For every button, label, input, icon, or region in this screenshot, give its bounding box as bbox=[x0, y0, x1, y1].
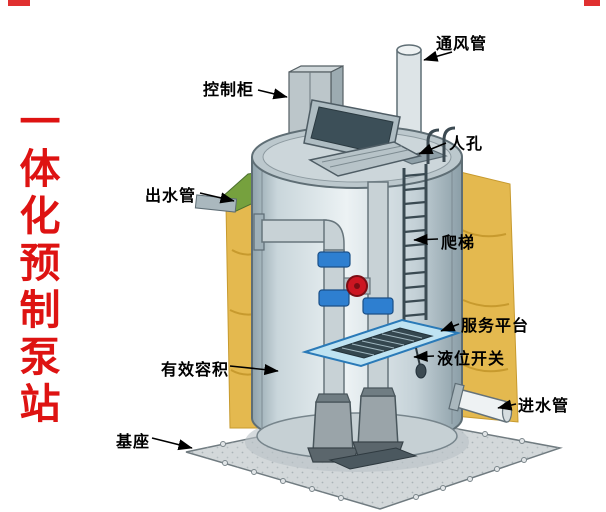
watermark-fragment bbox=[584, 0, 600, 6]
service-platform bbox=[301, 318, 462, 379]
callout-arrows bbox=[151, 50, 517, 451]
label-service-platform: 服务平台 bbox=[461, 318, 530, 335]
level-switch-arrow bbox=[413, 350, 435, 362]
label-effective-volume: 有效容积 bbox=[161, 362, 230, 379]
valve-handwheel bbox=[346, 275, 368, 297]
watermark-fragment bbox=[8, 0, 30, 6]
label-vent-pipe: 通风管 bbox=[436, 36, 488, 53]
ladder-arrow bbox=[413, 233, 439, 246]
control-cabinet-screen bbox=[303, 99, 423, 177]
outlet-pipe-arrow bbox=[199, 192, 235, 204]
page-title: 一体化预制泵站 bbox=[12, 100, 60, 429]
submersible-pumps bbox=[307, 387, 418, 470]
control-cabinet-arrow bbox=[257, 88, 288, 100]
manhole-arrow bbox=[418, 142, 447, 155]
effective-volume-arrow bbox=[229, 364, 279, 376]
label-ladder: 爬梯 bbox=[441, 235, 476, 252]
label-control-cabinet: 控制柜 bbox=[203, 82, 255, 99]
soil-right bbox=[451, 169, 519, 423]
inlet-pipe-arrow bbox=[497, 399, 517, 411]
label-level-switch: 液位开关 bbox=[437, 351, 506, 368]
tank-body bbox=[251, 157, 463, 447]
vent-pipe-arrow bbox=[423, 50, 453, 62]
base-arrow bbox=[151, 437, 193, 451]
label-base: 基座 bbox=[116, 434, 151, 451]
label-inlet-pipe: 进水管 bbox=[518, 398, 570, 415]
floor-grate bbox=[328, 447, 418, 470]
riser-pipes bbox=[317, 181, 394, 407]
label-manhole: 人孔 bbox=[449, 136, 484, 153]
label-outlet-pipe: 出水管 bbox=[145, 188, 197, 205]
vent-pipe bbox=[396, 44, 422, 141]
service-platform-arrow bbox=[440, 320, 460, 332]
